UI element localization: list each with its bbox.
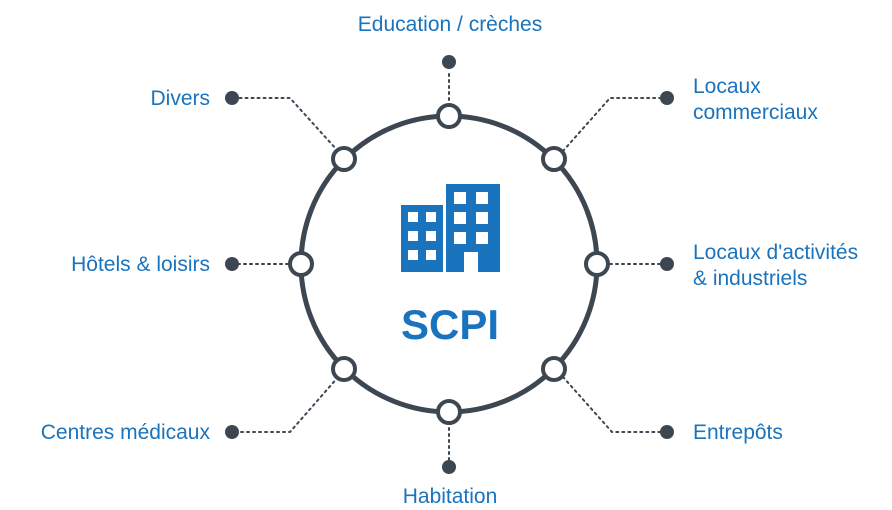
end-dot-top-left: [225, 91, 239, 105]
node-left: [288, 251, 314, 277]
end-dot-top-right: [660, 91, 674, 105]
label-entrepots: Entrepôts: [693, 421, 783, 444]
node-top: [436, 103, 462, 129]
connector-bottom-left: [234, 367, 347, 433]
node-bottom-left: [331, 356, 357, 382]
label-hotels-loisirs: Hôtels & loisirs: [71, 253, 210, 276]
end-dot-bottom-left: [225, 425, 239, 439]
node-bottom-right: [541, 356, 567, 382]
end-dot-bottom-right: [660, 425, 674, 439]
label-locaux-activites-industriels: Locaux d'activités & industriels: [693, 241, 859, 290]
node-right: [584, 251, 610, 277]
node-top-right: [541, 146, 567, 172]
end-dot-top: [442, 55, 456, 69]
connector-top-left: [234, 97, 347, 161]
end-dot-right: [660, 257, 674, 271]
label-divers: Divers: [150, 87, 210, 110]
end-dot-bottom: [442, 460, 456, 474]
label-centres-medicaux: Centres médicaux: [40, 421, 210, 444]
node-bottom: [436, 399, 462, 425]
label-education-creches: Education / crèches: [357, 13, 543, 36]
label-habitation: Habitation: [402, 485, 498, 508]
connector-top-right: [554, 97, 664, 161]
center-title: SCPI: [400, 301, 500, 348]
label-locaux-commerciaux: Locaux commerciaux: [693, 75, 818, 124]
connector-bottom-right: [554, 367, 664, 433]
end-dot-left: [225, 257, 239, 271]
node-top-left: [331, 146, 357, 172]
office-building-icon: [401, 184, 500, 272]
